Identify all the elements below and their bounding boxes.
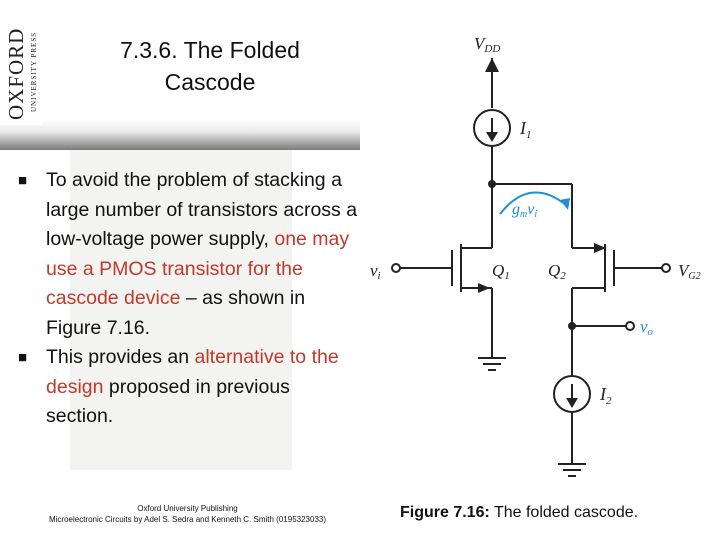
- i1-arrow-icon: [486, 132, 498, 142]
- q2-arrow-icon: [594, 243, 606, 253]
- q1-arrow-icon: [478, 283, 490, 293]
- oxford-logo: OXFORD UNIVERSITY PRESS: [0, 0, 42, 125]
- gm-arrow-icon: [560, 198, 570, 210]
- label-vo: vo: [640, 317, 654, 338]
- label-vg2: VG2: [678, 261, 701, 282]
- bullet-1-highlight: one may use a PMOS transistor for the ca…: [46, 228, 350, 309]
- header-bar: [0, 0, 360, 150]
- figure-caption: Figure 7.16: The folded cascode.: [400, 504, 638, 522]
- label-vdd: VDD: [474, 34, 500, 55]
- caption-prefix: Figure 7.16:: [400, 504, 490, 521]
- caption-text: The folded cascode.: [489, 504, 639, 521]
- footer-credit: Oxford University Publishing Microelectr…: [20, 503, 355, 525]
- top-node-dot: [488, 180, 496, 188]
- bullet-item-1: ■ To avoid the problem of stacking a lar…: [18, 166, 358, 343]
- vdd-arrow-icon: [485, 58, 499, 72]
- background-panel: [70, 150, 292, 470]
- bullet-1-text-1: To avoid the problem of stacking a large…: [46, 169, 358, 250]
- vo-terminal: [625, 321, 635, 331]
- label-q1: Q1: [492, 261, 510, 282]
- slide-title: 7.3.6. The Folded Cascode: [60, 34, 360, 98]
- title-line-2: Cascode: [164, 69, 256, 95]
- label-i2: I2: [599, 384, 612, 407]
- bullet-item-2: ■ This provides an alternative to the de…: [18, 343, 358, 432]
- label-i1: I1: [519, 118, 532, 141]
- label-gm-vi: gmvi: [512, 201, 537, 220]
- bullet-2-text-2: proposed in previous section.: [46, 375, 290, 428]
- gm-current-arc: [499, 191, 567, 215]
- label-q2: Q2: [548, 261, 566, 282]
- bullet-square-icon: ■: [18, 349, 28, 366]
- bullet-list: ■ To avoid the problem of stacking a lar…: [18, 166, 358, 432]
- vg2-terminal: [661, 263, 671, 273]
- bullet-2-highlight: alternative to the design: [46, 346, 339, 398]
- label-vi: vi: [370, 261, 381, 282]
- vi-terminal: [391, 263, 401, 273]
- footer-line-1: Oxford University Publishing: [137, 504, 238, 513]
- title-line-1: 7.3.6. The Folded: [120, 37, 300, 63]
- footer-line-2: Microelectronic Circuits by Adel S. Sedr…: [48, 515, 327, 524]
- output-node-dot: [568, 322, 576, 330]
- bullet-2-text-1: This provides an: [46, 346, 195, 368]
- i2-arrow-icon: [566, 398, 578, 408]
- bullet-1-text-2: – as shown in Figure 7.16.: [46, 287, 306, 339]
- bullet-square-icon: ■: [18, 172, 28, 189]
